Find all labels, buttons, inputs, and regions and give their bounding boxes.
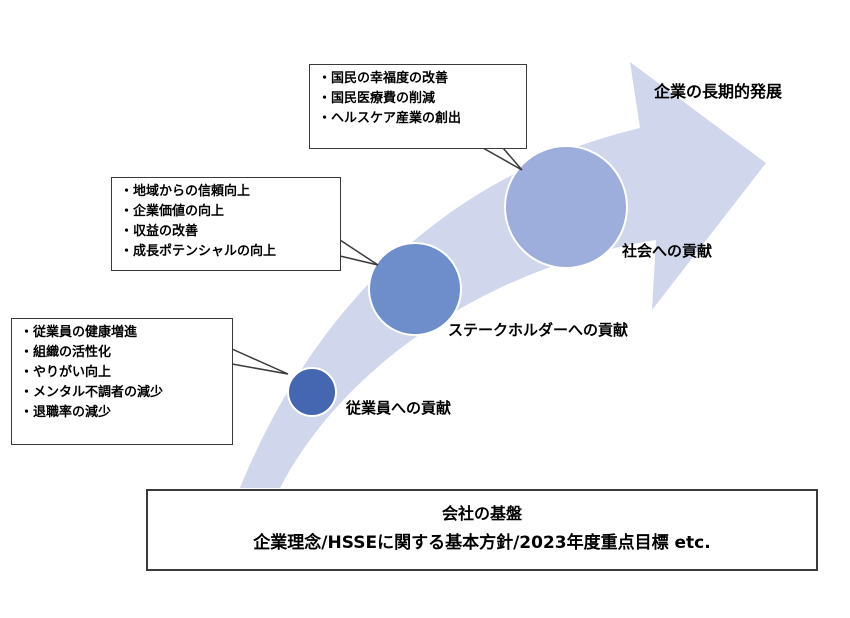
callout-item: ・国民医療費の削減 [318, 91, 436, 106]
callout-item: ・企業価値の向上 [120, 204, 225, 219]
callout-society: ・国民の幸福度の改善 ・国民医療費の削減 ・ヘルスケア産業の創出 [309, 64, 527, 149]
growth-arrow [240, 62, 766, 488]
callout-item: ・成長ポテンシャルの向上 [120, 244, 277, 259]
callout-pointer-society [480, 147, 523, 171]
callout-employees: ・従業員の健康増進 ・組織の活性化 ・やりがい向上 ・メンタル不調者の減少 ・退… [11, 318, 233, 445]
circle-society [504, 145, 628, 269]
callout-item: ・やりがい向上 [20, 365, 112, 380]
callout-stakeholders: ・地域からの信頼向上 ・企業価値の向上 ・収益の改善 ・成長ポテンシャルの向上 [111, 177, 341, 271]
callout-item: ・ヘルスケア産業の創出 [318, 111, 462, 126]
label-goal: 企業の長期的発展 [654, 82, 783, 101]
label-stakeholders: ステークホルダーへの貢献 [448, 321, 629, 339]
callout-item: ・従業員の健康増進 [20, 325, 138, 340]
foundation-box: 会社の基盤 企業理念/HSSEに関する基本方針/2023年度重点目標 etc. [146, 489, 818, 571]
callout-pointer-employees [231, 347, 289, 375]
callout-pointer-stakeholders [339, 238, 379, 266]
circle-employees [287, 367, 337, 417]
callout-item: ・地域からの信頼向上 [120, 184, 251, 199]
callout-item: ・国民の幸福度の改善 [318, 71, 449, 86]
callout-item: ・退職率の減少 [20, 405, 112, 420]
circle-stakeholders [368, 242, 462, 336]
callout-item: ・収益の改善 [120, 224, 199, 239]
callout-item: ・メンタル不調者の減少 [20, 385, 164, 400]
foundation-subtitle: 企業理念/HSSEに関する基本方針/2023年度重点目標 etc. [253, 533, 711, 553]
label-society: 社会への貢献 [622, 242, 713, 260]
label-employees: 従業員への貢献 [346, 399, 452, 417]
callout-item: ・組織の活性化 [20, 345, 112, 360]
foundation-title: 会社の基盤 [441, 504, 522, 523]
